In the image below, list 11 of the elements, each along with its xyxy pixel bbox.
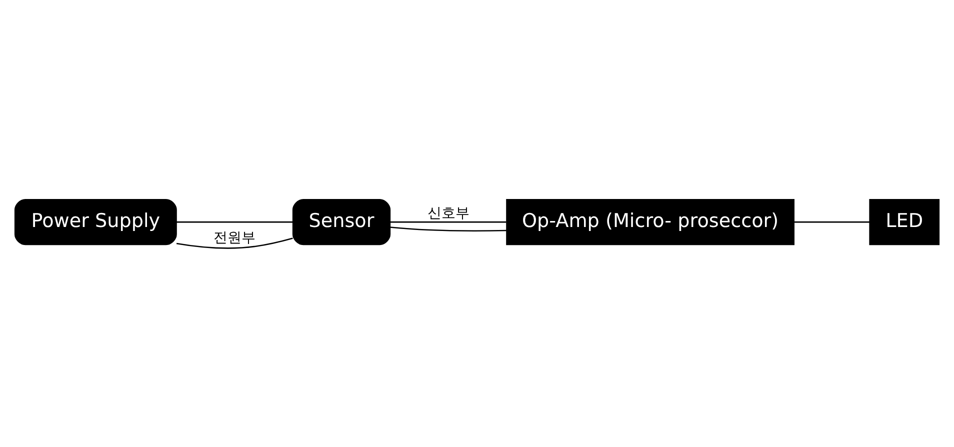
edge-label: 신호부 — [427, 205, 470, 222]
node-box: Sensor — [292, 198, 391, 245]
connector — [390, 220, 506, 222]
connector — [176, 220, 293, 222]
edge-label: 전원부 — [214, 229, 256, 246]
node-box: Power Supply — [14, 198, 177, 245]
node-box: Op-Amp (Micro- proseccor) — [506, 198, 794, 245]
node-box: LED — [869, 198, 940, 245]
connector — [390, 226, 506, 232]
connector — [794, 220, 870, 222]
connector — [176, 237, 293, 248]
